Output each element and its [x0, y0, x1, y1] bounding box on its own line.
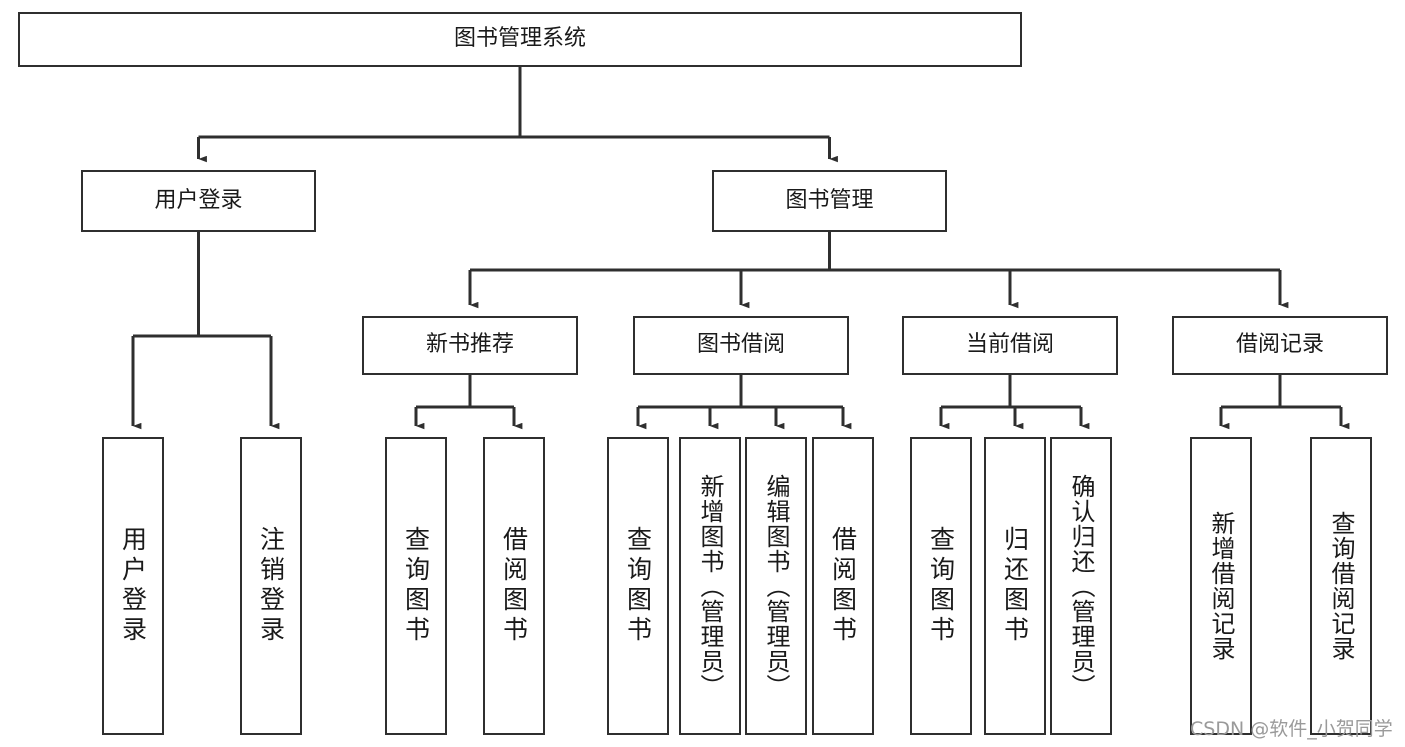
node-label-leaf-user-login: 用户登录	[118, 526, 148, 646]
node-leaf-bb-edit[interactable]: 编辑图书（管理员）	[745, 437, 807, 735]
node-user-login[interactable]: 用户登录	[81, 170, 316, 232]
node-leaf-cb-query[interactable]: 查询图书	[910, 437, 972, 735]
csdn-watermark: CSDN @软件_小贺同学	[1190, 718, 1393, 740]
node-label-leaf-rec-query: 查询图书	[401, 526, 431, 646]
node-label-leaf-bb-edit: 编辑图书（管理员）	[762, 473, 790, 699]
node-leaf-user-logout[interactable]: 注销登录	[240, 437, 302, 735]
node-label-root: 图书管理系统	[453, 26, 586, 52]
node-book-manage[interactable]: 图书管理	[712, 170, 947, 232]
node-label-leaf-cb-query: 查询图书	[926, 526, 956, 646]
node-label-leaf-br-query: 查询借阅记录	[1327, 511, 1355, 661]
node-label-leaf-br-add: 新增借阅记录	[1207, 511, 1235, 661]
node-label-leaf-bb-add: 新增图书（管理员）	[696, 473, 724, 699]
node-leaf-br-query[interactable]: 查询借阅记录	[1310, 437, 1372, 735]
node-label-borrow-record: 借阅记录	[1235, 332, 1324, 358]
node-leaf-bb-borrow[interactable]: 借阅图书	[812, 437, 874, 735]
node-leaf-rec-borrow[interactable]: 借阅图书	[483, 437, 545, 735]
node-leaf-bb-add[interactable]: 新增图书（管理员）	[679, 437, 741, 735]
node-label-leaf-bb-borrow: 借阅图书	[828, 526, 858, 646]
node-leaf-bb-query[interactable]: 查询图书	[607, 437, 669, 735]
node-label-book-borrow: 图书借阅	[696, 332, 785, 358]
node-label-leaf-cb-return: 归还图书	[1000, 526, 1030, 646]
node-label-user-login: 用户登录	[154, 187, 243, 213]
node-root[interactable]: 图书管理系统	[18, 12, 1022, 67]
node-label-leaf-user-logout: 注销登录	[256, 526, 286, 646]
node-borrow-record[interactable]: 借阅记录	[1172, 316, 1388, 375]
node-label-leaf-bb-query: 查询图书	[623, 526, 653, 646]
node-current-borrow[interactable]: 当前借阅	[902, 316, 1118, 375]
node-leaf-user-login[interactable]: 用户登录	[102, 437, 164, 735]
node-leaf-rec-query[interactable]: 查询图书	[385, 437, 447, 735]
node-label-book-manage: 图书管理	[785, 187, 874, 213]
node-label-current-borrow: 当前借阅	[965, 332, 1054, 358]
node-book-borrow[interactable]: 图书借阅	[633, 316, 849, 375]
node-new-book-rec[interactable]: 新书推荐	[362, 316, 578, 375]
node-leaf-cb-return[interactable]: 归还图书	[984, 437, 1046, 735]
node-label-leaf-cb-confirm: 确认归还（管理员）	[1067, 473, 1095, 699]
node-label-new-book-rec: 新书推荐	[425, 332, 514, 358]
node-leaf-cb-confirm[interactable]: 确认归还（管理员）	[1050, 437, 1112, 735]
node-leaf-br-add[interactable]: 新增借阅记录	[1190, 437, 1252, 735]
node-label-leaf-rec-borrow: 借阅图书	[499, 526, 529, 646]
